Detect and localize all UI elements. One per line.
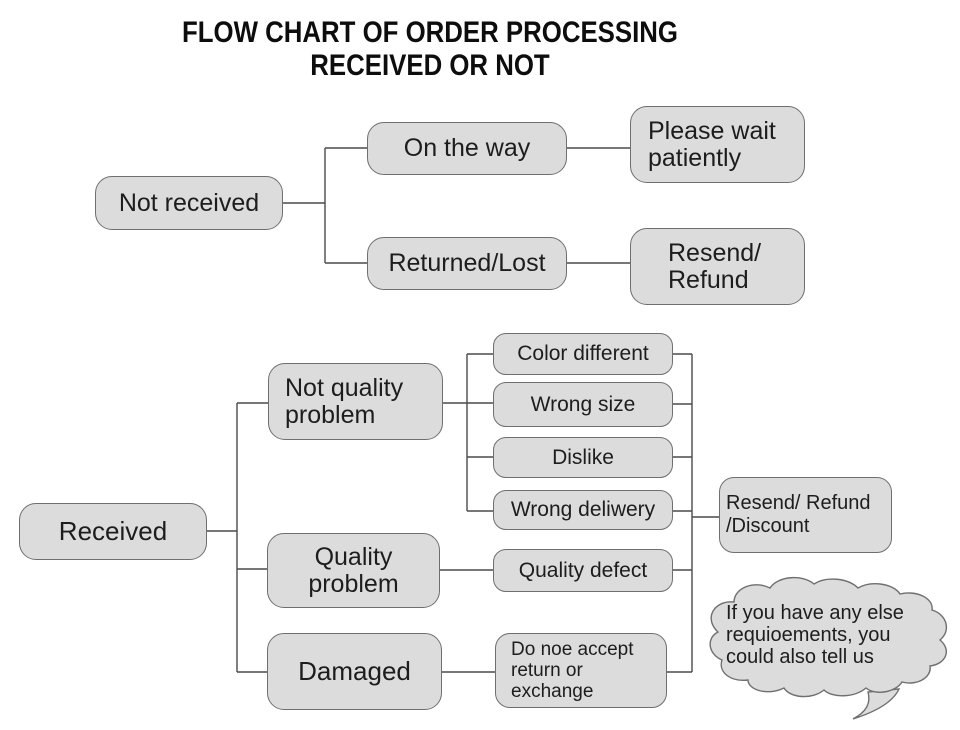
node-label: Returned/Lost: [388, 249, 546, 277]
node-label-line: Resend/ Refund: [726, 492, 871, 514]
node-please-wait-patiently: Please wait patiently: [630, 106, 805, 183]
node-label: On the way: [403, 134, 531, 162]
title-line2: RECEIVED OR NOT: [310, 49, 550, 82]
bubble-line: requioements, you: [726, 624, 891, 646]
node-not-received: Not received: [95, 176, 283, 230]
node-wrong-delivery: Wrong deliwery: [493, 490, 673, 530]
node-wrong-size: Wrong size: [493, 382, 673, 427]
page-title: FLOW CHART OF ORDER PROCESSING RECEIVED …: [60, 16, 800, 82]
node-label-line: Do noe accept: [511, 639, 634, 660]
title-line1: FLOW CHART OF ORDER PROCESSING: [182, 16, 678, 49]
node-returned-lost: Returned/Lost: [367, 237, 567, 290]
node-label-line: Please wait: [648, 116, 776, 145]
speech-bubble-tail: [852, 688, 901, 720]
node-resend-refund: Resend/ Refund: [630, 228, 805, 305]
speech-bubble-text: If you have any else requioements, you c…: [726, 602, 936, 668]
node-label: Dislike: [552, 445, 614, 469]
node-label-line: Refund: [668, 265, 749, 294]
node-label-line: return or: [511, 660, 583, 681]
top-section-connectors: [283, 147, 630, 264]
node-label: Received: [58, 516, 168, 546]
received-branch-connectors: [207, 402, 268, 673]
node-label: Damaged: [298, 656, 411, 686]
node-quality-defect: Quality defect: [493, 549, 673, 592]
node-not-quality-problem: Not quality problem: [268, 363, 443, 440]
node-label-line: problem: [285, 400, 376, 429]
node-label: Wrong size: [530, 392, 636, 416]
node-label: Not received: [118, 188, 260, 217]
node-label-line: patiently: [648, 143, 742, 172]
node-label: Color different: [517, 342, 649, 365]
node-label-line: Quality: [314, 542, 393, 571]
node-quality-problem: Quality problem: [267, 533, 440, 608]
node-label-line: problem: [308, 569, 399, 598]
node-damaged: Damaged: [267, 633, 442, 710]
node-received: Received: [19, 503, 207, 560]
node-label-line: Resend/: [668, 238, 762, 267]
node-resend-refund-discount: Resend/ Refund /Discount: [719, 477, 892, 553]
node-on-the-way: On the way: [367, 122, 567, 175]
node-dislike: Dislike: [493, 437, 673, 478]
node-label-line: Not quality: [285, 373, 404, 402]
bubble-line: could also tell us: [726, 646, 874, 668]
node-label: Wrong deliwery: [510, 498, 656, 521]
bubble-line: If you have any else: [726, 602, 904, 624]
speech-bubble-cloud: [709, 577, 948, 698]
node-do-not-accept-return: Do noe accept return or exchange: [495, 633, 667, 708]
node-label-line: exchange: [511, 681, 594, 702]
node-label: Quality defect: [518, 558, 648, 582]
node-color-different: Color different: [493, 333, 673, 375]
reason-connectors: [440, 353, 719, 673]
node-label-line: /Discount: [726, 515, 810, 537]
